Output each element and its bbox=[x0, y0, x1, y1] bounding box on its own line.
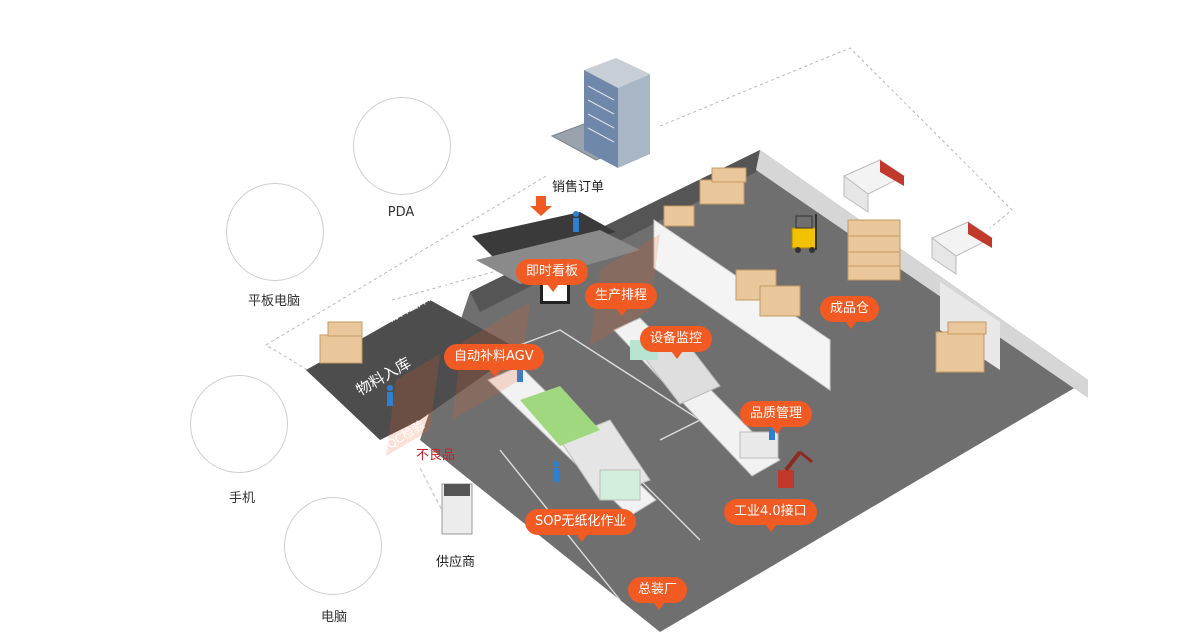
industry40-bubble: 工业4.0接口 bbox=[724, 499, 817, 532]
production-line-1 bbox=[487, 365, 657, 517]
supplier-label: 供应商 bbox=[436, 555, 476, 570]
tablet-label: 平板电脑 bbox=[247, 294, 300, 309]
worker-figure bbox=[573, 211, 579, 232]
pda-label: PDA bbox=[387, 205, 415, 220]
tablet-device-circle bbox=[226, 183, 324, 281]
sales-order-label: 销售订单 bbox=[552, 180, 605, 195]
delivery-truck-2 bbox=[931, 221, 993, 275]
production-line-2 bbox=[613, 317, 781, 477]
agv-bubble: 自动补料AGV bbox=[444, 344, 544, 377]
computer-label: 电脑 bbox=[320, 610, 347, 625]
scheduling-bubble: 生产排程 bbox=[585, 283, 658, 316]
worker-figure bbox=[387, 385, 393, 406]
warehouse-shelves bbox=[848, 235, 900, 267]
delivery-truck-1 bbox=[843, 159, 905, 213]
back-wall-right bbox=[756, 150, 1088, 398]
kanban-bubble: 即时看板 bbox=[516, 259, 589, 292]
worker-figure bbox=[553, 461, 559, 482]
computer-device-circle bbox=[284, 497, 382, 595]
sop-bubble: SOP无纸化作业 bbox=[525, 509, 637, 542]
phone-device-circle bbox=[190, 375, 288, 473]
office-block bbox=[472, 212, 616, 262]
equipment-bubble: 设备监控 bbox=[640, 326, 713, 359]
supplier-truck bbox=[441, 483, 473, 535]
pda-device-circle bbox=[353, 97, 451, 195]
phone-label: 手机 bbox=[228, 491, 255, 506]
defective-label: 不良品 bbox=[416, 448, 456, 463]
quality-bubble: 品质管理 bbox=[740, 401, 813, 434]
warehouse-floor bbox=[306, 300, 520, 440]
headquarters-building bbox=[550, 58, 650, 168]
forklift bbox=[791, 214, 817, 253]
order-arrow-icon bbox=[530, 196, 552, 216]
defect-arrow bbox=[419, 467, 443, 511]
assembly-bubble: 总装厂 bbox=[628, 577, 688, 610]
robot-arm bbox=[778, 450, 813, 488]
finished-goods-bubble: 成品仓 bbox=[820, 296, 880, 329]
cargo-boxes bbox=[319, 167, 987, 373]
